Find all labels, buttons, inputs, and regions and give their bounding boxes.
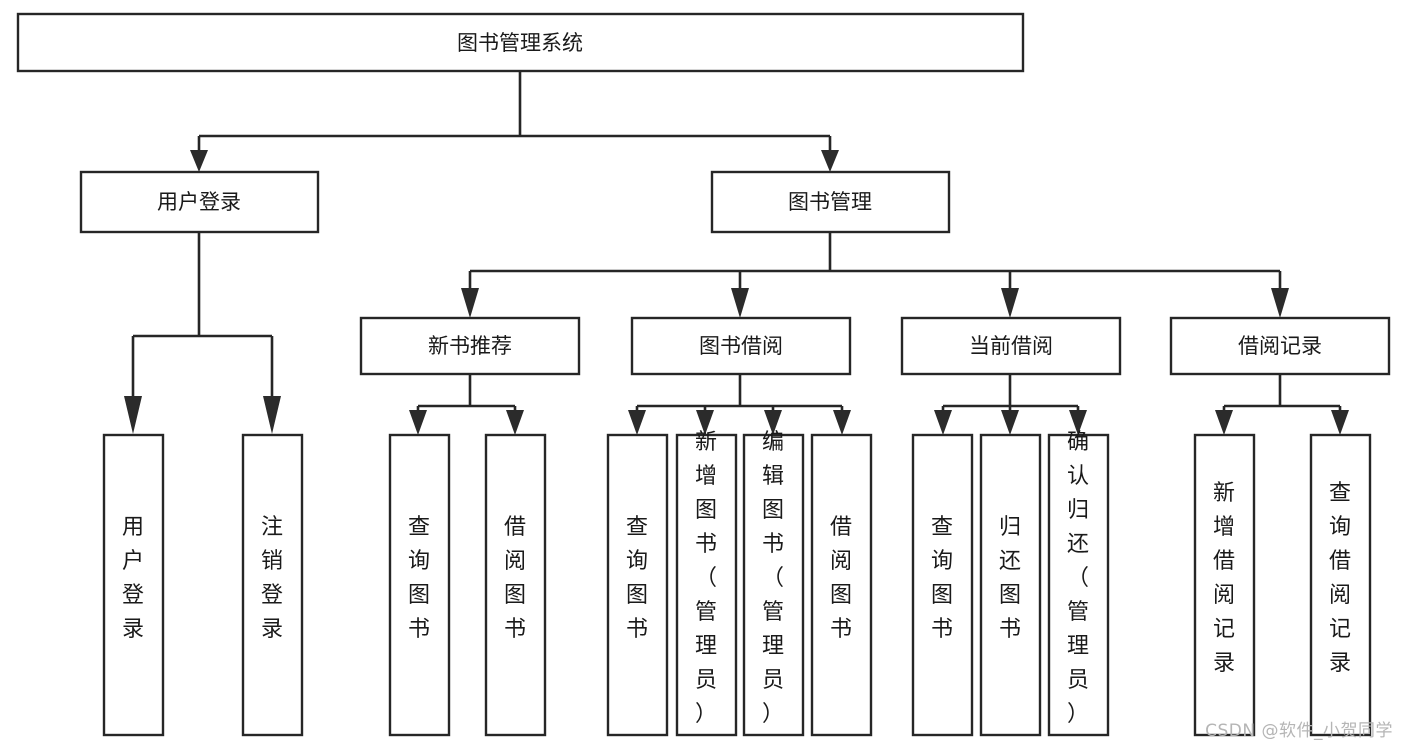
leaf-node-query-borrow-record[interactable]: 查询借阅记录 bbox=[1309, 433, 1372, 737]
leaf-node-logout-box[interactable] bbox=[241, 433, 304, 737]
leaf-node-borrow-book-nbr[interactable]: 借阅图书 bbox=[484, 433, 547, 737]
node-root-system-label: 图书管理系统 bbox=[457, 31, 583, 55]
node-user-login-label: 用户登录 bbox=[157, 190, 241, 214]
node-root-system[interactable]: 图书管理系统 bbox=[16, 12, 1025, 73]
node-book-management[interactable]: 图书管理 bbox=[710, 170, 951, 234]
connector-layer bbox=[124, 71, 1349, 435]
leaf-node-borrow-book-box[interactable] bbox=[810, 433, 873, 737]
leaf-node-return-book-box[interactable] bbox=[979, 433, 1042, 737]
leaf-node-confirm-return-admin-box[interactable] bbox=[1047, 433, 1110, 737]
leaf-node-add-book-admin-label: 新增图书（管理员） bbox=[695, 430, 717, 727]
leaf-node-user-login-label: 用户登录 bbox=[122, 515, 144, 642]
leaf-node-query-book-borrow[interactable]: 查询图书 bbox=[606, 433, 669, 737]
leaf-node-user-login[interactable]: 用户登录 bbox=[102, 433, 165, 737]
leaf-node-user-login-box[interactable] bbox=[102, 433, 165, 737]
arrow-tsjy-leaf-1 bbox=[628, 410, 646, 435]
leaf-node-borrow-book-label: 借阅图书 bbox=[830, 515, 852, 642]
arrow-to-leaf-logout bbox=[263, 396, 281, 434]
leaf-node-add-book-admin-box[interactable] bbox=[675, 433, 738, 737]
leaf-node-add-book-admin[interactable]: 新增图书（管理员） bbox=[675, 430, 738, 737]
node-borrow-record[interactable]: 借阅记录 bbox=[1169, 316, 1391, 376]
arrow-to-book-borrow bbox=[731, 288, 749, 318]
arrow-nbr-leaf-2 bbox=[506, 410, 524, 435]
node-current-borrow-box[interactable] bbox=[900, 316, 1122, 376]
node-borrow-record-label: 借阅记录 bbox=[1238, 334, 1322, 358]
leaf-node-add-borrow-record-box[interactable] bbox=[1193, 433, 1256, 737]
arrow-jyjl-leaf-1 bbox=[1215, 410, 1233, 435]
leaf-node-borrow-book-nbr-label: 借阅图书 bbox=[504, 515, 526, 642]
arrow-jyjl-leaf-2 bbox=[1331, 410, 1349, 435]
node-user-login[interactable]: 用户登录 bbox=[79, 170, 320, 234]
leaf-node-edit-book-admin-label: 编辑图书（管理员） bbox=[762, 430, 784, 727]
node-new-book-recommend[interactable]: 新书推荐 bbox=[359, 316, 581, 376]
node-book-management-box[interactable] bbox=[710, 170, 951, 234]
leaf-node-query-borrow-record-label: 查询借阅记录 bbox=[1329, 481, 1351, 676]
leaf-node-confirm-return-admin[interactable]: 确认归还（管理员） bbox=[1047, 430, 1110, 737]
leaf-node-query-book-nbr-box[interactable] bbox=[388, 433, 451, 737]
leaf-node-add-borrow-record-label: 新增借阅记录 bbox=[1213, 481, 1235, 676]
leaf-node-query-book-current-box[interactable] bbox=[911, 433, 974, 737]
arrow-nbr-leaf-1 bbox=[409, 410, 427, 435]
node-book-borrow-box[interactable] bbox=[630, 316, 852, 376]
leaf-node-borrow-book[interactable]: 借阅图书 bbox=[810, 433, 873, 737]
arrow-to-leaf-user-login bbox=[124, 396, 142, 434]
arrow-tsjy-leaf-3 bbox=[764, 410, 782, 435]
node-book-management-label: 图书管理 bbox=[788, 190, 872, 214]
leaf-nodes-layer: 用户登录 注销登录 查询图书 借阅图书 查询图书 新增图书（管理员） bbox=[102, 430, 1372, 737]
node-book-borrow-label: 图书借阅 bbox=[699, 334, 783, 358]
node-current-borrow-label: 当前借阅 bbox=[969, 334, 1053, 358]
leaf-node-logout[interactable]: 注销登录 bbox=[241, 433, 304, 737]
leaf-node-query-book-current-label: 查询图书 bbox=[931, 515, 953, 642]
csdn-watermark: CSDN @软件_小贺同学 bbox=[1205, 721, 1393, 741]
leaf-node-edit-book-admin[interactable]: 编辑图书（管理员） bbox=[742, 430, 805, 737]
leaf-node-add-borrow-record[interactable]: 新增借阅记录 bbox=[1193, 433, 1256, 737]
node-new-book-recommend-box[interactable] bbox=[359, 316, 581, 376]
node-current-borrow[interactable]: 当前借阅 bbox=[900, 316, 1122, 376]
leaf-node-query-book-nbr[interactable]: 查询图书 bbox=[388, 433, 451, 737]
arrow-dqjy-leaf-3 bbox=[1069, 410, 1087, 435]
node-borrow-record-box[interactable] bbox=[1169, 316, 1391, 376]
leaf-node-query-book-borrow-box[interactable] bbox=[606, 433, 669, 737]
node-user-login-box[interactable] bbox=[79, 170, 320, 234]
arrow-dqjy-leaf-1 bbox=[934, 410, 952, 435]
leaf-node-logout-label: 注销登录 bbox=[261, 515, 283, 642]
leaf-node-edit-book-admin-box[interactable] bbox=[742, 433, 805, 737]
node-root-system-box[interactable] bbox=[16, 12, 1025, 73]
leaf-node-confirm-return-admin-label: 确认归还（管理员） bbox=[1067, 430, 1089, 727]
arrow-tsjy-leaf-4 bbox=[833, 410, 851, 435]
arrow-dqjy-leaf-2 bbox=[1001, 410, 1019, 435]
leaf-node-query-book-borrow-label: 查询图书 bbox=[626, 515, 648, 642]
arrow-root-to-user-login bbox=[190, 150, 208, 172]
arrow-tsjy-leaf-2 bbox=[696, 410, 714, 435]
node-book-borrow[interactable]: 图书借阅 bbox=[630, 316, 852, 376]
arrow-to-new-book-rec bbox=[461, 288, 479, 318]
arrow-to-current-borrow bbox=[1001, 288, 1019, 318]
leaf-node-query-book-nbr-label: 查询图书 bbox=[408, 515, 430, 642]
arrow-root-to-book-mgmt bbox=[821, 150, 839, 172]
leaf-node-borrow-book-nbr-box[interactable] bbox=[484, 433, 547, 737]
leaf-node-query-book-current[interactable]: 查询图书 bbox=[911, 433, 974, 737]
leaf-node-query-borrow-record-box[interactable] bbox=[1309, 433, 1372, 737]
leaf-node-return-book[interactable]: 归还图书 bbox=[979, 433, 1042, 737]
arrow-to-borrow-record bbox=[1271, 288, 1289, 318]
leaf-node-return-book-label: 归还图书 bbox=[999, 515, 1021, 642]
node-new-book-recommend-label: 新书推荐 bbox=[428, 334, 512, 358]
